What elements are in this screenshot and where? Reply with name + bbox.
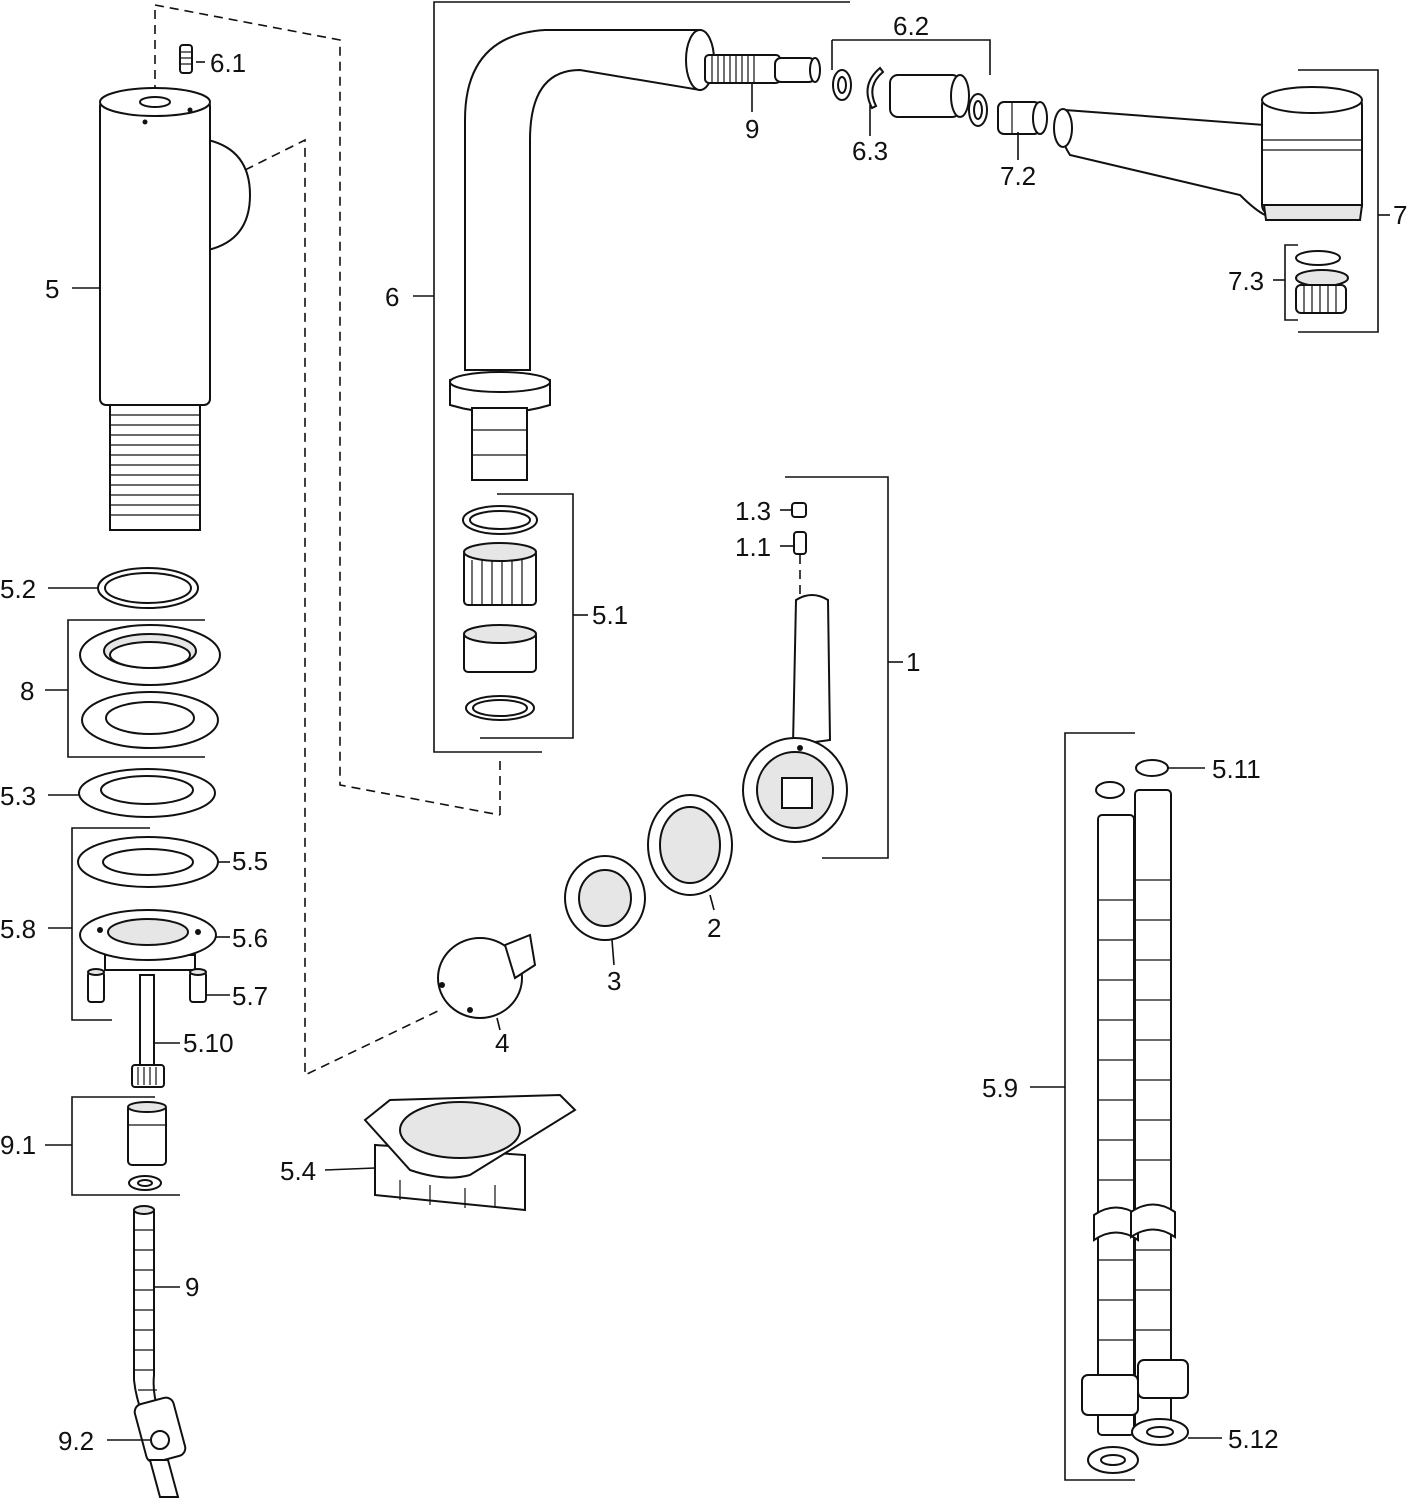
label-9-hose: 9 [185,1272,199,1302]
label-5-5: 5.5 [232,846,268,876]
leader-lines [45,61,1390,1441]
part-5-12-washers [1087,1418,1189,1474]
label-1-1: 1.1 [735,532,771,562]
part-5-10-rod [131,974,165,1088]
label-5-10: 5.10 [183,1028,234,1058]
part-5-9-supply-hoses [1081,759,1189,1436]
label-5-1: 5.1 [592,600,628,630]
assembly-guide-lines [154,4,801,1077]
label-7-2: 7.2 [1000,161,1036,191]
label-4: 4 [495,1028,509,1058]
part-8-washers [79,624,221,749]
label-1-3: 1.3 [735,496,771,526]
label-8: 8 [20,676,34,706]
part-6-2-coupling [832,66,988,127]
part-5-4-bracket [363,1093,577,1212]
part-9-1-connector [127,1101,167,1191]
label-6-1: 6.1 [210,48,246,78]
grouping-brackets [67,1,1379,1481]
label-6: 6 [385,282,399,312]
part-3-ring [564,855,646,941]
part-9-hose-end [704,54,821,84]
part-5-2-o-ring [97,567,199,609]
part-5-body [99,87,252,531]
part-6-1-screw [179,44,193,74]
part-5-5-washer [77,836,219,888]
part-7-handshower [1053,86,1364,221]
label-9-2: 9.2 [58,1426,94,1456]
label-7-3: 7.3 [1228,266,1264,296]
label-2: 2 [707,913,721,943]
part-5-7-screws [87,968,207,1003]
label-5-6: 5.6 [232,923,268,953]
part-5-1-seal-set [462,505,538,721]
part-1-lever [742,502,848,843]
label-5-9: 5.9 [982,1073,1018,1103]
label-6-3: 6.3 [852,136,888,166]
part-4-cartridge [437,933,537,1019]
label-5-3: 5.3 [0,781,36,811]
label-1: 1 [906,647,920,677]
label-5-4: 5.4 [280,1156,316,1186]
label-5-11: 5.11 [1212,754,1261,784]
label-5-2: 5.2 [0,574,36,604]
label-7: 7 [1393,200,1407,230]
part-7-2-valve [997,101,1048,135]
label-6-2: 6.2 [893,11,929,41]
part-labels: 6.1 5 5.2 8 5.3 5.5 5.8 5.6 5.7 5.10 9.1… [0,11,1407,1456]
label-9-top: 9 [745,114,759,144]
part-5-3-washer [78,768,216,818]
label-5-12: 5.12 [1228,1424,1279,1454]
part-5-6-flange [79,909,217,971]
part-7-3-aerator [1295,250,1349,314]
label-9-1: 9.1 [0,1130,36,1160]
part-6-spout [449,29,715,481]
label-5-8: 5.8 [0,914,36,944]
label-5-7: 5.7 [232,981,268,1011]
label-3: 3 [607,966,621,996]
part-2-ring [647,794,733,896]
part-9-2-swivel [133,1396,187,1498]
label-5: 5 [45,274,59,304]
